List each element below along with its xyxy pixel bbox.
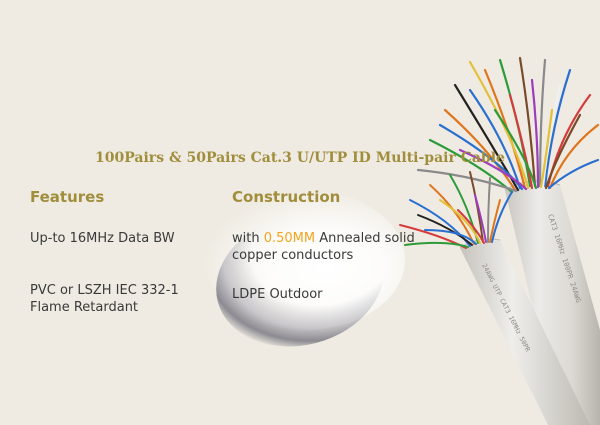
construction-item-jacket: LDPE Outdoor: [232, 287, 323, 302]
feature-item-flame: PVC or LSZH IEC 332-1 Flame Retardant: [30, 282, 179, 316]
construction-heading: Construction: [232, 188, 341, 206]
conductor-prefix: with: [232, 231, 264, 246]
features-heading: Features: [30, 188, 105, 206]
large-cable-wires: [416, 56, 600, 194]
feature-item-bandwidth-line1: Up-to 16MHz Data BW: [30, 231, 175, 246]
conductor-suffix: Annealed solid: [315, 231, 415, 246]
feature-item-flame-line2: Flame Retardant: [30, 300, 139, 315]
construction-item-conductor-line2: copper conductors: [232, 248, 354, 263]
feature-item-bandwidth: Up-to 16MHz Data BW: [30, 230, 175, 247]
small-cable-wires: [399, 171, 513, 249]
conductor-size-highlight: 0.50MM: [263, 231, 316, 246]
page-title: 100Pairs & 50Pairs Cat.3 U/UTP ID Multi-…: [95, 150, 505, 166]
construction-item-conductor-line1: with 0.50MM Annealed solid: [232, 230, 415, 247]
construction-item-conductor: with 0.50MM Annealed solid copper conduc…: [232, 230, 415, 264]
feature-item-flame-line1: PVC or LSZH IEC 332-1: [30, 283, 179, 298]
